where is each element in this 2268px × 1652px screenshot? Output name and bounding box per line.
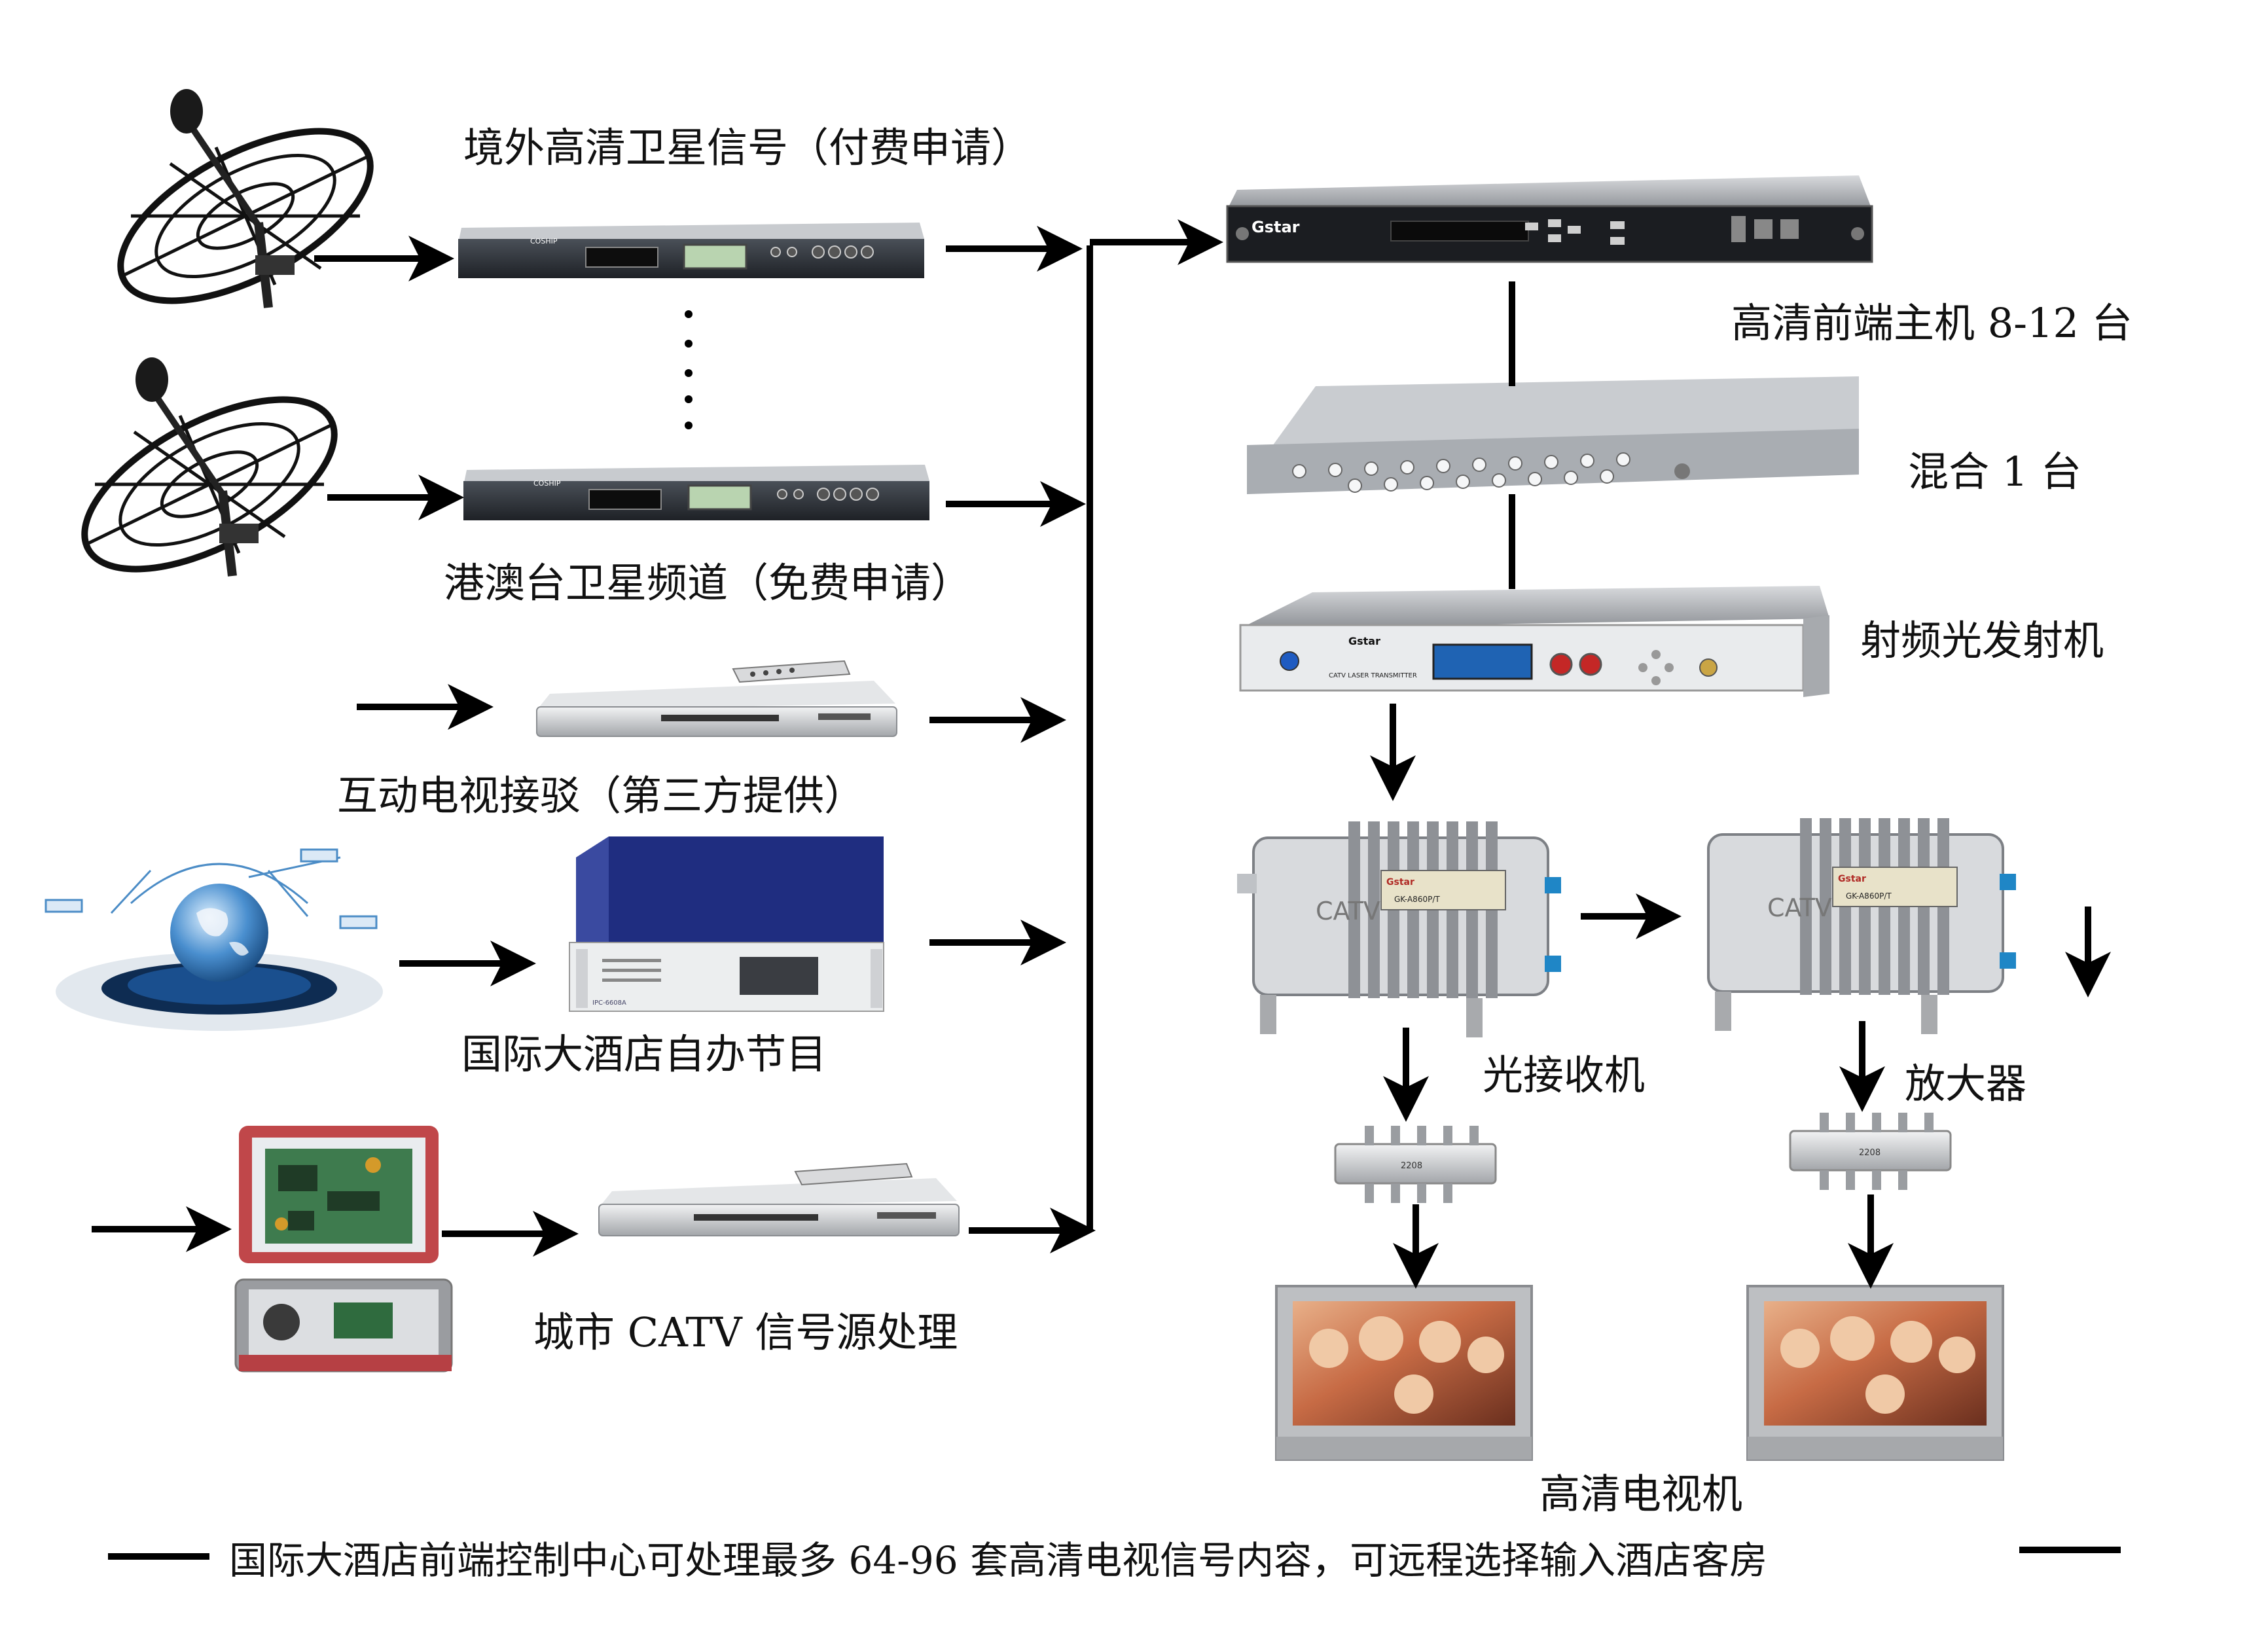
set-top-box-1 [536,660,897,737]
footer-rules [108,1547,2121,1560]
satellite-receiver-1: COSHIP [458,223,924,278]
svg-text:Gstar: Gstar [1386,877,1414,888]
ellipsis-dots [685,310,693,429]
svg-text:IPC-6608A: IPC-6608A [592,999,626,1007]
label-hk-macau-satellite: 港澳台卫星频道（免费申请） [444,559,972,607]
splitter-1: 2208 [1334,1126,1497,1203]
svg-text:COSHIP: COSHIP [530,237,558,245]
hd-tv-1 [1275,1285,1533,1461]
industrial-pc-server: IPC-6608A [569,836,884,1012]
svg-text:2208: 2208 [1401,1161,1422,1171]
label-interactive-tv: 互动电视接驳（第三方提供） [337,772,865,819]
label-city-catv: 城市 CATV 信号源处理 [533,1308,958,1356]
svg-text:CATV: CATV [1767,893,1832,922]
open-catv-amplifier [234,1126,453,1373]
footer-caption: 国际大酒店前端控制中心可处理最多 64-96 套高清电视信号内容，可远程选择输入… [229,1538,1768,1583]
rf-optical-transmitter-device: Gstar CATV LASER TRANSMITTER [1239,586,1829,697]
satellite-receiver-2: COSHIP [463,465,929,520]
svg-text:COSHIP: COSHIP [533,479,561,488]
svg-text:2208: 2208 [1859,1148,1881,1158]
flow-arrows [92,219,2111,1289]
label-hotel-own-programs: 国际大酒店自办节目 [461,1030,827,1078]
satellite-dish-2 [81,357,338,577]
svg-text:GK-A860P/T: GK-A860P/T [1394,895,1440,904]
label-optical-receiver: 光接收机 [1483,1051,1646,1099]
label-hd-headend-host: 高清前端主机 8-12 台 [1731,299,2133,347]
svg-text:CATV LASER TRANSMITTER: CATV LASER TRANSMITTER [1329,672,1417,679]
set-top-box-2 [598,1162,960,1236]
label-rf-optical-transmitter: 射频光发射机 [1860,617,2104,664]
gstar-headend-host: Gstar [1226,175,1873,263]
label-hd-tv: 高清电视机 [1539,1470,1743,1518]
splitter-2: 2208 [1789,1113,1952,1190]
hd-tv-2 [1746,1285,2004,1461]
globe-network-icon [45,848,383,1031]
optical-receiver-device: Gstar GK-A860P/T CATV [1237,821,1561,1037]
label-mixer: 混合 1 台 [1908,448,2081,495]
amplifier-device: Gstar GK-A860P/T CATV [1707,818,2016,1034]
svg-text:Gstar: Gstar [1838,874,1866,884]
svg-text:CATV: CATV [1316,897,1380,925]
svg-text:GK-A860P/T: GK-A860P/T [1846,891,1892,901]
connector-lines [1087,245,1515,1230]
label-amplifier: 放大器 [1905,1060,2027,1107]
label-overseas-hd-satellite: 境外高清卫星信号（付费申请） [463,124,1032,171]
svg-text:Gstar: Gstar [1251,218,1300,236]
satellite-dish-1 [117,89,374,308]
rf-mixer-combiner [1247,376,1859,494]
svg-text:Gstar: Gstar [1348,635,1380,647]
